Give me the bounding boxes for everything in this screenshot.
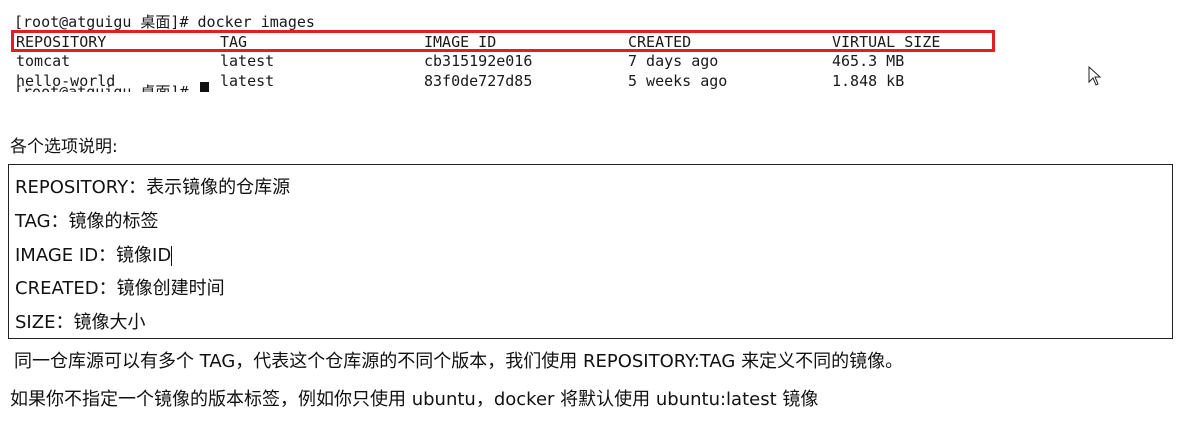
cell-size: 465.3 MB [832, 52, 905, 70]
cell-image-id: 83f0de727d85 [424, 72, 533, 90]
header-image-id: IMAGE ID [424, 33, 497, 51]
cell-image-id: cb315192e016 [424, 52, 533, 70]
cell-size: 1.848 kB [832, 72, 905, 90]
header-tag: TAG [220, 33, 248, 51]
text-caret [171, 246, 173, 266]
description-text: IMAGE ID：镜像ID [15, 245, 172, 266]
section-title: 各个选项说明: [10, 137, 118, 157]
cell-created: 7 days ago [628, 52, 719, 70]
cell-tag: latest [220, 72, 275, 90]
header-repository: REPOSITORY [16, 33, 107, 51]
description-item: CREATED：镜像创建时间 [15, 278, 225, 299]
options-description-box: REPOSITORY：表示镜像的仓库源 TAG：镜像的标签 IMAGE ID：镜… [8, 164, 1173, 339]
cell-created: 5 weeks ago [628, 72, 728, 90]
cell-repository: hello-world [16, 72, 116, 90]
description-item: SIZE：镜像大小 [15, 312, 146, 333]
header-created: CREATED [628, 33, 692, 51]
header-highlight-box [11, 30, 995, 52]
terminal-next-prompt: [root@atguigu 桌面]# [14, 82, 209, 92]
note-paragraph: 如果你不指定一个镜像的版本标签，例如你只使用 ubuntu，docker 将默认… [10, 389, 819, 410]
next-prompt-text: [root@atguigu 桌面]# [14, 83, 198, 92]
header-virtual-size: VIRTUAL SIZE [832, 33, 941, 51]
description-item-image-id: IMAGE ID：镜像ID [15, 241, 173, 267]
terminal-prompt: [root@atguigu 桌面]# docker images [14, 13, 315, 31]
description-item: REPOSITORY：表示镜像的仓库源 [15, 177, 291, 198]
note-paragraph: 同一仓库源可以有多个 TAG，代表这个仓库源的不同个版本，我们使用 REPOSI… [14, 351, 904, 372]
mouse-pointer-icon [1088, 66, 1102, 86]
cell-tag: latest [220, 52, 275, 70]
description-item: TAG：镜像的标签 [15, 211, 159, 232]
terminal-cursor [199, 82, 209, 92]
cell-repository: tomcat [16, 52, 71, 70]
